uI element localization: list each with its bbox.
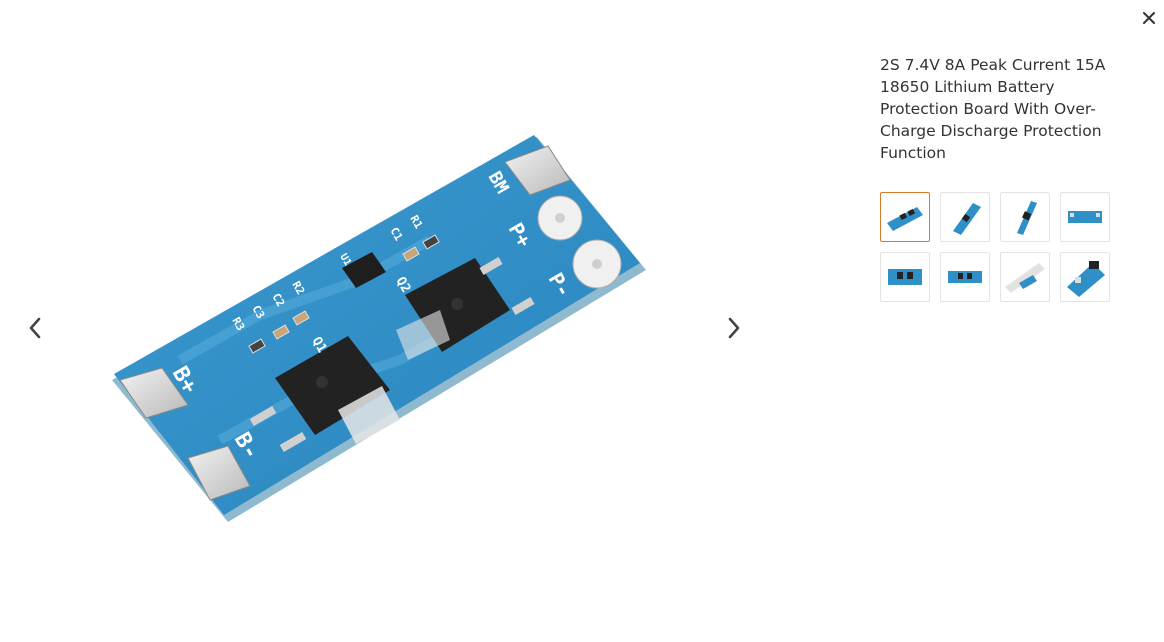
thumbnail-image: [887, 207, 923, 231]
product-info-panel: 2S 7.4V 8A Peak Current 15A 18650 Lithiu…: [880, 54, 1120, 302]
label-u1: U1: [337, 252, 353, 268]
thumbnail-5[interactable]: [880, 252, 930, 302]
chevron-left-icon: [29, 317, 41, 339]
label-r2: R2: [289, 279, 307, 297]
thumbnail-image: [948, 271, 982, 283]
close-icon: [1143, 12, 1155, 24]
label-q1: Q1: [309, 335, 330, 356]
thumbnail-grid: [880, 192, 1120, 302]
thumbnail-3[interactable]: [1000, 192, 1050, 242]
label-r3: R3: [229, 315, 247, 333]
thumbnail-1[interactable]: [880, 192, 930, 242]
thumbnail-image: [1017, 201, 1037, 235]
image-viewer: B+ B- P+ P- BM Q1 Q2 R3 C3 C2 R2 C1 R1 U…: [17, 135, 752, 522]
thumbnail-image: [1068, 211, 1102, 223]
thumbnail-8[interactable]: [1060, 252, 1110, 302]
thumbnail-7[interactable]: [1000, 252, 1050, 302]
mosfet-q1: [275, 336, 390, 435]
pad-b-minus: [187, 445, 251, 501]
product-title: 2S 7.4V 8A Peak Current 15A 18650 Lithiu…: [880, 56, 1106, 162]
pad-b-plus: [119, 367, 189, 419]
thumbnail-image: [1067, 261, 1105, 297]
next-image-button[interactable]: [716, 310, 752, 346]
product-main-image: B+ B- P+ P- BM Q1 Q2 R3 C3 C2 R2 C1 R1 U…: [112, 135, 646, 522]
thumbnail-image: [953, 203, 981, 235]
thumbnail-4[interactable]: [1060, 192, 1110, 242]
chevron-right-icon: [728, 317, 740, 339]
label-c1: C1: [387, 225, 405, 243]
thumbnail-2[interactable]: [940, 192, 990, 242]
label-q2: Q2: [393, 275, 414, 296]
pad-bm: [504, 145, 571, 196]
close-button[interactable]: [1137, 6, 1161, 30]
previous-image-button[interactable]: [17, 310, 53, 346]
ic-u1: [342, 252, 386, 288]
label-r1: R1: [407, 213, 425, 231]
thumbnail-image: [1005, 263, 1045, 293]
label-c3: C3: [249, 303, 267, 321]
pcb-board: [114, 135, 640, 515]
thumbnail-image: [888, 269, 922, 285]
thumbnail-6[interactable]: [940, 252, 990, 302]
label-c2: C2: [269, 291, 287, 309]
